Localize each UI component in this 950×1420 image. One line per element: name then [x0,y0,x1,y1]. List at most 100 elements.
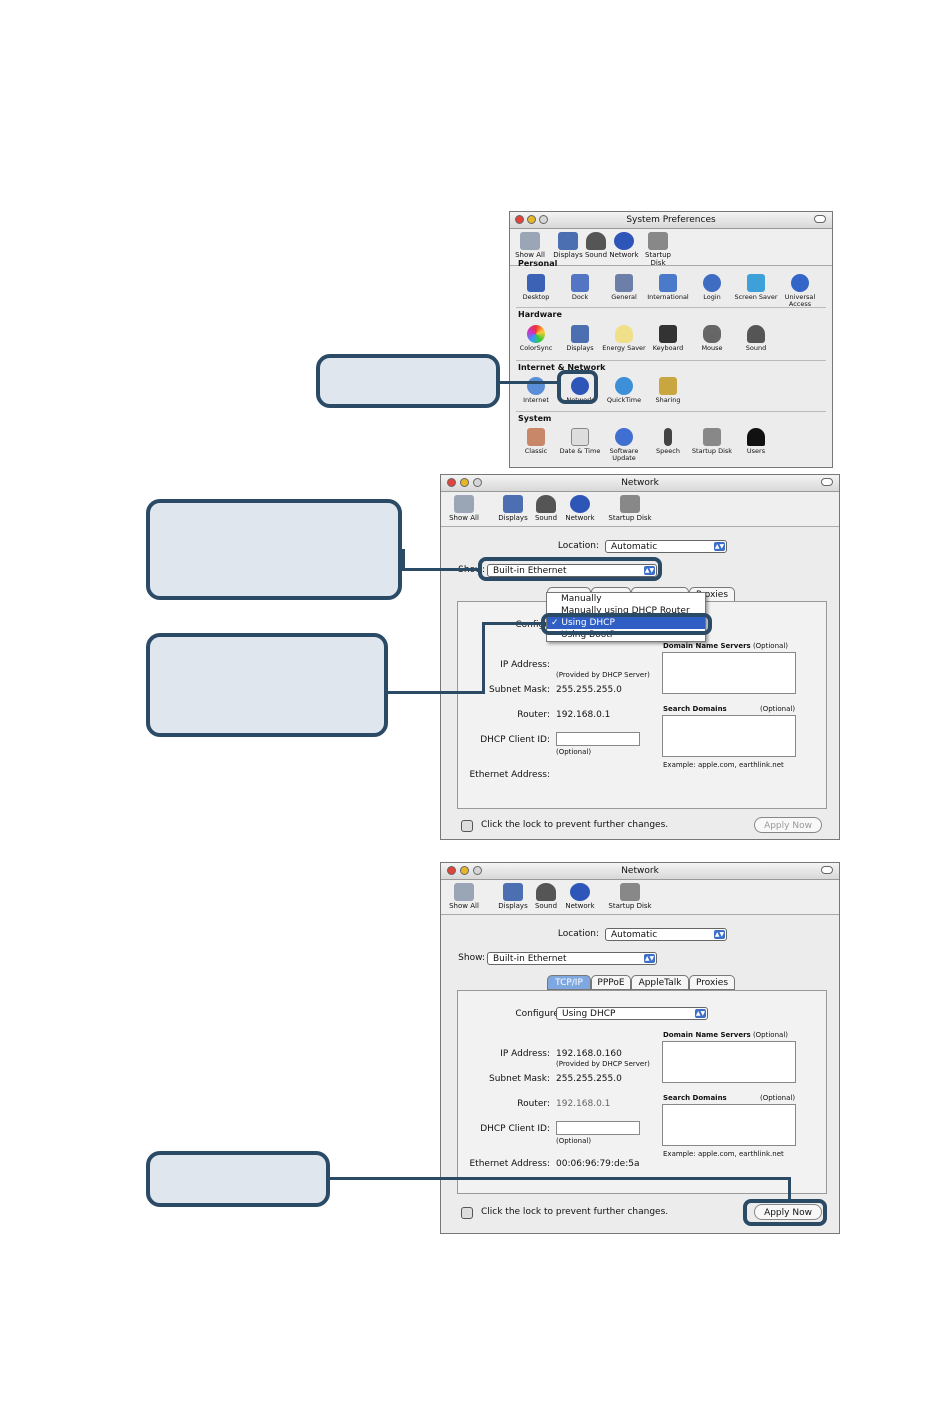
network-icon-highlight [557,370,598,404]
toolbar-show-all[interactable]: Show All [444,495,484,522]
toolbar-show-all[interactable]: Show All [444,883,484,910]
close-button[interactable] [447,866,456,875]
toolbar-toggle-button[interactable] [814,215,826,223]
dns-servers-field[interactable] [662,1041,796,1083]
toolbar: Show All Displays Sound Network Startup … [441,492,839,527]
pane-users[interactable]: Users [734,428,778,455]
toolbar-toggle-button[interactable] [821,478,833,486]
ip-address-value: 192.168.0.160 [556,1049,622,1059]
toolbar-sound[interactable]: Sound [526,883,566,910]
close-button[interactable] [447,478,456,487]
menu-item-manually[interactable]: Manually [561,594,602,604]
zoom-button[interactable] [539,215,548,224]
sharing-icon [659,377,677,395]
toolbar-show-all[interactable]: Show All [510,232,550,259]
close-button[interactable] [515,215,524,224]
dhcp-client-id-field[interactable] [556,1121,640,1135]
pane-mouse[interactable]: Mouse [690,325,734,352]
pane-universal-access[interactable]: Universal Access [778,274,822,308]
pane-keyboard[interactable]: Keyboard [646,325,690,352]
colorsync-icon [527,325,545,343]
toolbar: Show All Displays Sound Network Startup … [510,229,832,267]
configure-select[interactable]: Using DHCP▲▼ [556,1007,708,1020]
show-select-highlight [478,557,662,581]
minimize-button[interactable] [527,215,536,224]
clock-icon [571,428,589,446]
toolbar-network[interactable]: Network [604,232,644,259]
display-icon [558,232,578,250]
pane-speech[interactable]: Speech [646,428,690,455]
pane-general[interactable]: General [602,274,646,301]
zoom-button[interactable] [473,478,482,487]
globe-icon [570,495,590,513]
provided-by-dhcp-note: (Provided by DHCP Server) [556,671,650,679]
dns-label: Domain Name Servers (Optional) [663,1031,788,1039]
show-select[interactable]: Built-in Ethernet▲▼ [487,564,657,577]
lock-text: Click the lock to prevent further change… [481,820,669,830]
toolbar-network[interactable]: Network [560,495,600,522]
pane-software-update[interactable]: Software Update [602,428,646,462]
lock-icon[interactable] [461,1207,473,1219]
chevron-updown-icon: ▲▼ [714,542,725,551]
desktop-icon [527,274,545,292]
chevron-updown-icon: ▲▼ [644,954,655,963]
section-internet-network: Internet & Network [518,363,606,372]
zoom-button[interactable] [473,866,482,875]
tab-proxies[interactable]: Proxies [689,975,735,990]
toolbar-sound[interactable]: Sound [576,232,616,259]
toolbar-startup-disk[interactable]: Startup Disk [605,883,655,910]
apply-now-button[interactable]: Apply Now [754,1204,822,1220]
search-domains-field[interactable] [662,715,796,757]
pane-sound[interactable]: Sound [734,325,778,352]
toolbar-toggle-button[interactable] [821,866,833,874]
login-icon [703,274,721,292]
show-all-icon [520,232,540,250]
toolbar-startup-disk[interactable]: Startup Disk [638,232,678,267]
globe-icon [570,883,590,901]
pane-colorsync[interactable]: ColorSync [514,325,558,352]
connector-line [788,1177,791,1200]
classic-icon [527,428,545,446]
toolbar-network[interactable]: Network [560,883,600,910]
pane-energy-saver[interactable]: Energy Saver [602,325,646,352]
toolbar-displays[interactable]: Displays [493,495,533,522]
menu-item-using-bootp[interactable]: Using BootP [561,630,616,640]
software-update-icon [615,428,633,446]
pane-startup-disk[interactable]: Startup Disk [690,428,734,455]
tab-pppoe[interactable]: PPPoE [591,975,631,990]
checkmark-icon: ✓ [551,618,562,628]
pane-displays[interactable]: Displays [558,325,602,352]
titlebar: System Preferences [510,212,832,229]
tab-appletalk[interactable]: AppleTalk [631,975,689,990]
dhcp-client-id-field[interactable] [556,732,640,746]
toolbar-displays[interactable]: Displays [493,883,533,910]
search-domains-field[interactable] [662,1104,796,1146]
pane-quicktime[interactable]: QuickTime [602,377,646,404]
keyboard-icon [659,325,677,343]
apply-now-button[interactable]: Apply Now [754,817,822,833]
minimize-button[interactable] [460,866,469,875]
toolbar-sound[interactable]: Sound [526,495,566,522]
pane-screen-saver[interactable]: Screen Saver [734,274,778,301]
location-select[interactable]: Automatic▲▼ [605,928,727,941]
pane-desktop[interactable]: Desktop [514,274,558,301]
pane-international[interactable]: International [646,274,690,301]
show-all-icon [454,495,474,513]
show-select[interactable]: Built-in Ethernet▲▼ [487,952,657,965]
router-value: 192.168.0.1 [556,1099,611,1109]
provided-by-dhcp-note: (Provided by DHCP Server) [556,1060,650,1068]
dns-servers-field[interactable] [662,652,796,694]
menu-item-using-dhcp[interactable]: ✓ Using DHCP [547,617,705,629]
lock-icon[interactable] [461,820,473,832]
pane-sharing[interactable]: Sharing [646,377,690,404]
pane-date-time[interactable]: Date & Time [558,428,602,455]
tab-tcpip[interactable]: TCP/IP [547,975,591,990]
pane-classic[interactable]: Classic [514,428,558,455]
minimize-button[interactable] [460,478,469,487]
pane-dock[interactable]: Dock [558,274,602,301]
menu-item-manually-dhcp-router[interactable]: Manually using DHCP Router [561,606,690,616]
toolbar-displays[interactable]: Displays [548,232,588,259]
toolbar-startup-disk[interactable]: Startup Disk [605,495,655,522]
location-select[interactable]: Automatic▲▼ [605,540,727,553]
pane-login[interactable]: Login [690,274,734,301]
